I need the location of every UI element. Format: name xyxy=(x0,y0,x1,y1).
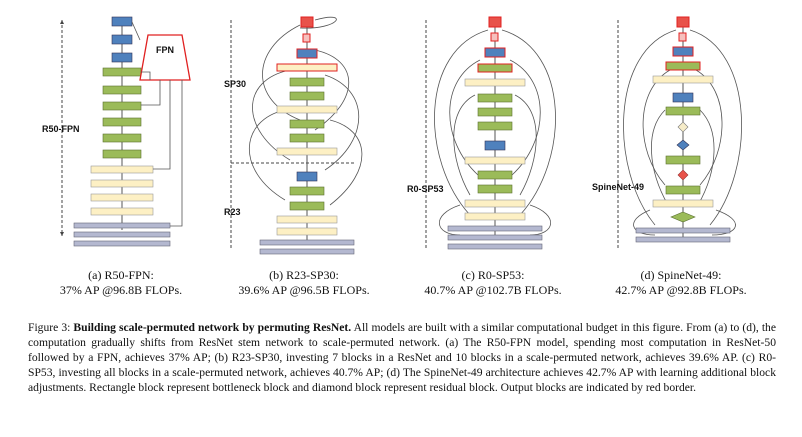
figure-caption: Figure 3: Building scale-permuted networ… xyxy=(28,320,776,395)
panel-a-caption-line2: 37% AP @96.8B FLOPs. xyxy=(59,283,183,297)
panel-a-diagram: R50-FPN FPN xyxy=(42,16,191,247)
panel-b-bottom-label: R23 xyxy=(224,207,241,217)
panel-a-caption: (a) R50-FPN: 37% AP @96.8B FLOPs. xyxy=(26,268,216,298)
fpn-block xyxy=(139,34,191,81)
panel-b-caption: (b) R23-SP30: 39.6% AP @96.5B FLOPs. xyxy=(209,268,399,298)
figure-caption-prefix: Figure 3: xyxy=(28,321,74,334)
panel-c-caption-line2: 40.7% AP @102.7B FLOPs. xyxy=(424,283,562,297)
panel-b-caption-line2: 39.6% AP @96.5B FLOPs. xyxy=(238,283,370,297)
panel-d-caption-line2: 42.7% AP @92.8B FLOPs. xyxy=(615,283,747,297)
figure-caption-body: All models are built with a similar comp… xyxy=(28,321,776,394)
panel-a-caption-line1: (a) R50-FPN: xyxy=(88,268,154,282)
panel-c-diagram: R0-SP53 xyxy=(407,16,556,250)
panel-b-caption-line1: (b) R23-SP30: xyxy=(269,268,339,282)
panel-d-side-label: SpineNet-49 xyxy=(592,182,644,192)
panel-d-caption: (d) SpineNet-49: 42.7% AP @92.8B FLOPs. xyxy=(586,268,776,298)
panel-c-caption: (c) R0-SP53: 40.7% AP @102.7B FLOPs. xyxy=(398,268,588,298)
panel-d-diagram: SpineNet-49 xyxy=(592,16,742,248)
panel-b-diagram: SP30 R23 xyxy=(224,16,363,255)
fpn-label: FPN xyxy=(156,45,174,55)
panel-d-caption-line1: (d) SpineNet-49: xyxy=(640,268,722,282)
panel-a-side-label: R50-FPN xyxy=(42,124,80,134)
figure-diagrams: R50-FPN FPN SP30 R23 xyxy=(42,16,742,255)
figure-caption-title: Building scale-permuted network by permu… xyxy=(73,321,352,334)
panel-c-caption-line1: (c) R0-SP53: xyxy=(461,268,525,282)
panel-b-top-label: SP30 xyxy=(224,79,246,89)
panel-c-side-label: R0-SP53 xyxy=(407,184,444,194)
